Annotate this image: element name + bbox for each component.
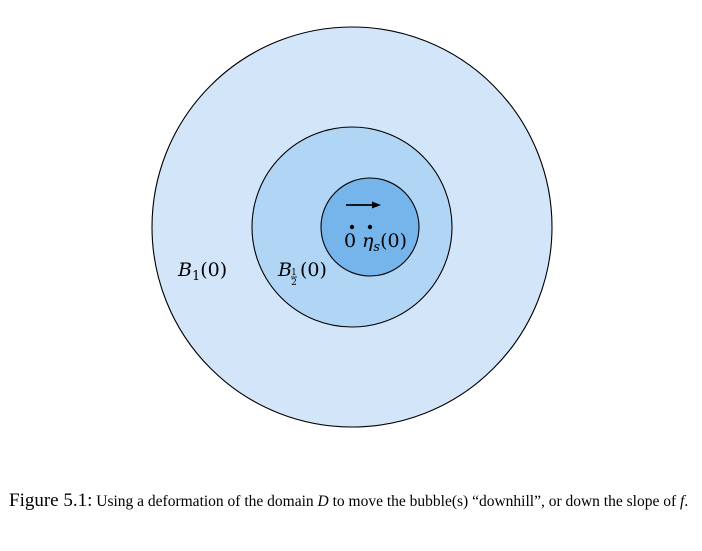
middle-ball-base: B bbox=[277, 259, 292, 281]
eta-subscript: s bbox=[373, 240, 380, 255]
domain-symbol: D bbox=[317, 493, 329, 510]
middle-ball-sub-numerator: 1 bbox=[291, 268, 297, 278]
figure-label: Figure 5.1: bbox=[9, 490, 93, 511]
bubble-center-point bbox=[367, 224, 373, 230]
eta-symbol: η bbox=[362, 230, 374, 252]
caption-text-part1: Using a deformation of the domain bbox=[96, 493, 314, 510]
bubble-center-label: ηs(0) bbox=[362, 230, 407, 255]
right-arrow-icon bbox=[346, 201, 381, 209]
middle-ball-argument: (0) bbox=[300, 259, 327, 281]
figure-caption: Figure 5.1: Using a deformation of the d… bbox=[9, 490, 699, 513]
eta-argument: (0) bbox=[380, 230, 407, 252]
origin-label: 0 bbox=[344, 230, 356, 252]
middle-ball-sub-denominator: 2 bbox=[291, 278, 297, 288]
function-symbol: f bbox=[680, 493, 685, 510]
outer-ball-base: B bbox=[177, 259, 192, 281]
outer-ball-argument: (0) bbox=[200, 259, 227, 281]
outer-ball-label: B1(0) bbox=[177, 259, 227, 284]
caption-period: . bbox=[684, 493, 689, 510]
origin-point bbox=[349, 224, 355, 230]
outer-ball-subscript: 1 bbox=[192, 269, 200, 284]
caption-text-part2: to move the bubble(s) “downhill”, or dow… bbox=[332, 493, 677, 510]
middle-ball-label: B 1 2 (0) bbox=[277, 259, 327, 288]
bubble-deformation-diagram: 0 ηs(0) B1(0) B 1 2 (0) bbox=[151, 26, 553, 428]
